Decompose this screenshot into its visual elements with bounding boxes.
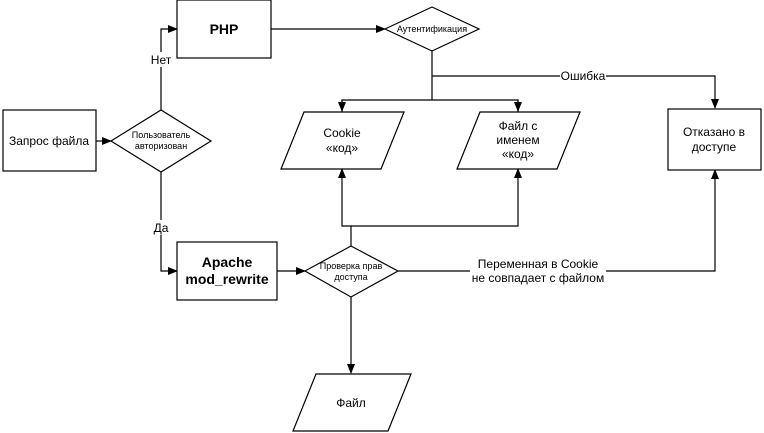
- node-file-named-line1: Файл с: [499, 119, 538, 133]
- node-auth: Аутентификация: [383, 6, 481, 52]
- node-denied: Отказано в доступе: [667, 108, 762, 171]
- edge-mismatch: [398, 169, 719, 272]
- edge-label-no: Нет: [151, 53, 172, 67]
- edge-yes: [160, 172, 178, 275]
- edge-no: [160, 25, 178, 110]
- edge-branch-bar: [341, 99, 519, 112]
- edge-check-file-named: [351, 168, 522, 227]
- edge-label-error: Ошибка: [561, 69, 606, 83]
- connectors: [96, 25, 719, 374]
- node-file-label: Файл: [336, 396, 366, 410]
- node-denied-line1: Отказано в: [683, 125, 745, 139]
- node-cookie-line1: Cookie: [323, 126, 361, 140]
- node-file: Файл: [292, 373, 412, 432]
- node-apache: Apache mod_rewrite: [176, 241, 278, 301]
- node-auth-label: Аутентификация: [397, 24, 467, 34]
- node-denied-line2: доступе: [692, 140, 737, 154]
- node-cookie: Cookie «код»: [280, 111, 405, 170]
- node-php: PHP: [176, 0, 272, 59]
- edge-check-cookie: [338, 168, 352, 246]
- node-authorized-line2: авторизован: [135, 141, 187, 151]
- node-file-named: Файл с именем «код»: [456, 111, 581, 170]
- node-check: Проверка прав доступа: [303, 245, 400, 298]
- node-check-line1: Проверка прав: [320, 261, 383, 271]
- edge-error: [432, 75, 719, 109]
- node-file-named-line3: «код»: [502, 147, 534, 161]
- node-apache-line2: mod_rewrite: [185, 271, 268, 287]
- node-authorized: Пользователь авторизован: [109, 109, 213, 173]
- edge-label-mismatch-1: Переменная в Cookie: [478, 257, 599, 271]
- node-file-named-line2: именем: [496, 133, 539, 147]
- node-request-label: Запрос файла: [9, 134, 89, 148]
- node-check-line2: доступа: [334, 272, 367, 282]
- edge-label-mismatch-2: не совпадает с файлом: [472, 271, 604, 285]
- node-apache-line1: Apache: [202, 254, 253, 270]
- node-request: Запрос файла: [2, 109, 97, 172]
- node-cookie-line2: «код»: [326, 141, 358, 155]
- node-php-label: PHP: [210, 21, 239, 37]
- edge-label-yes: Да: [154, 221, 169, 235]
- node-authorized-line1: Пользователь: [132, 130, 191, 140]
